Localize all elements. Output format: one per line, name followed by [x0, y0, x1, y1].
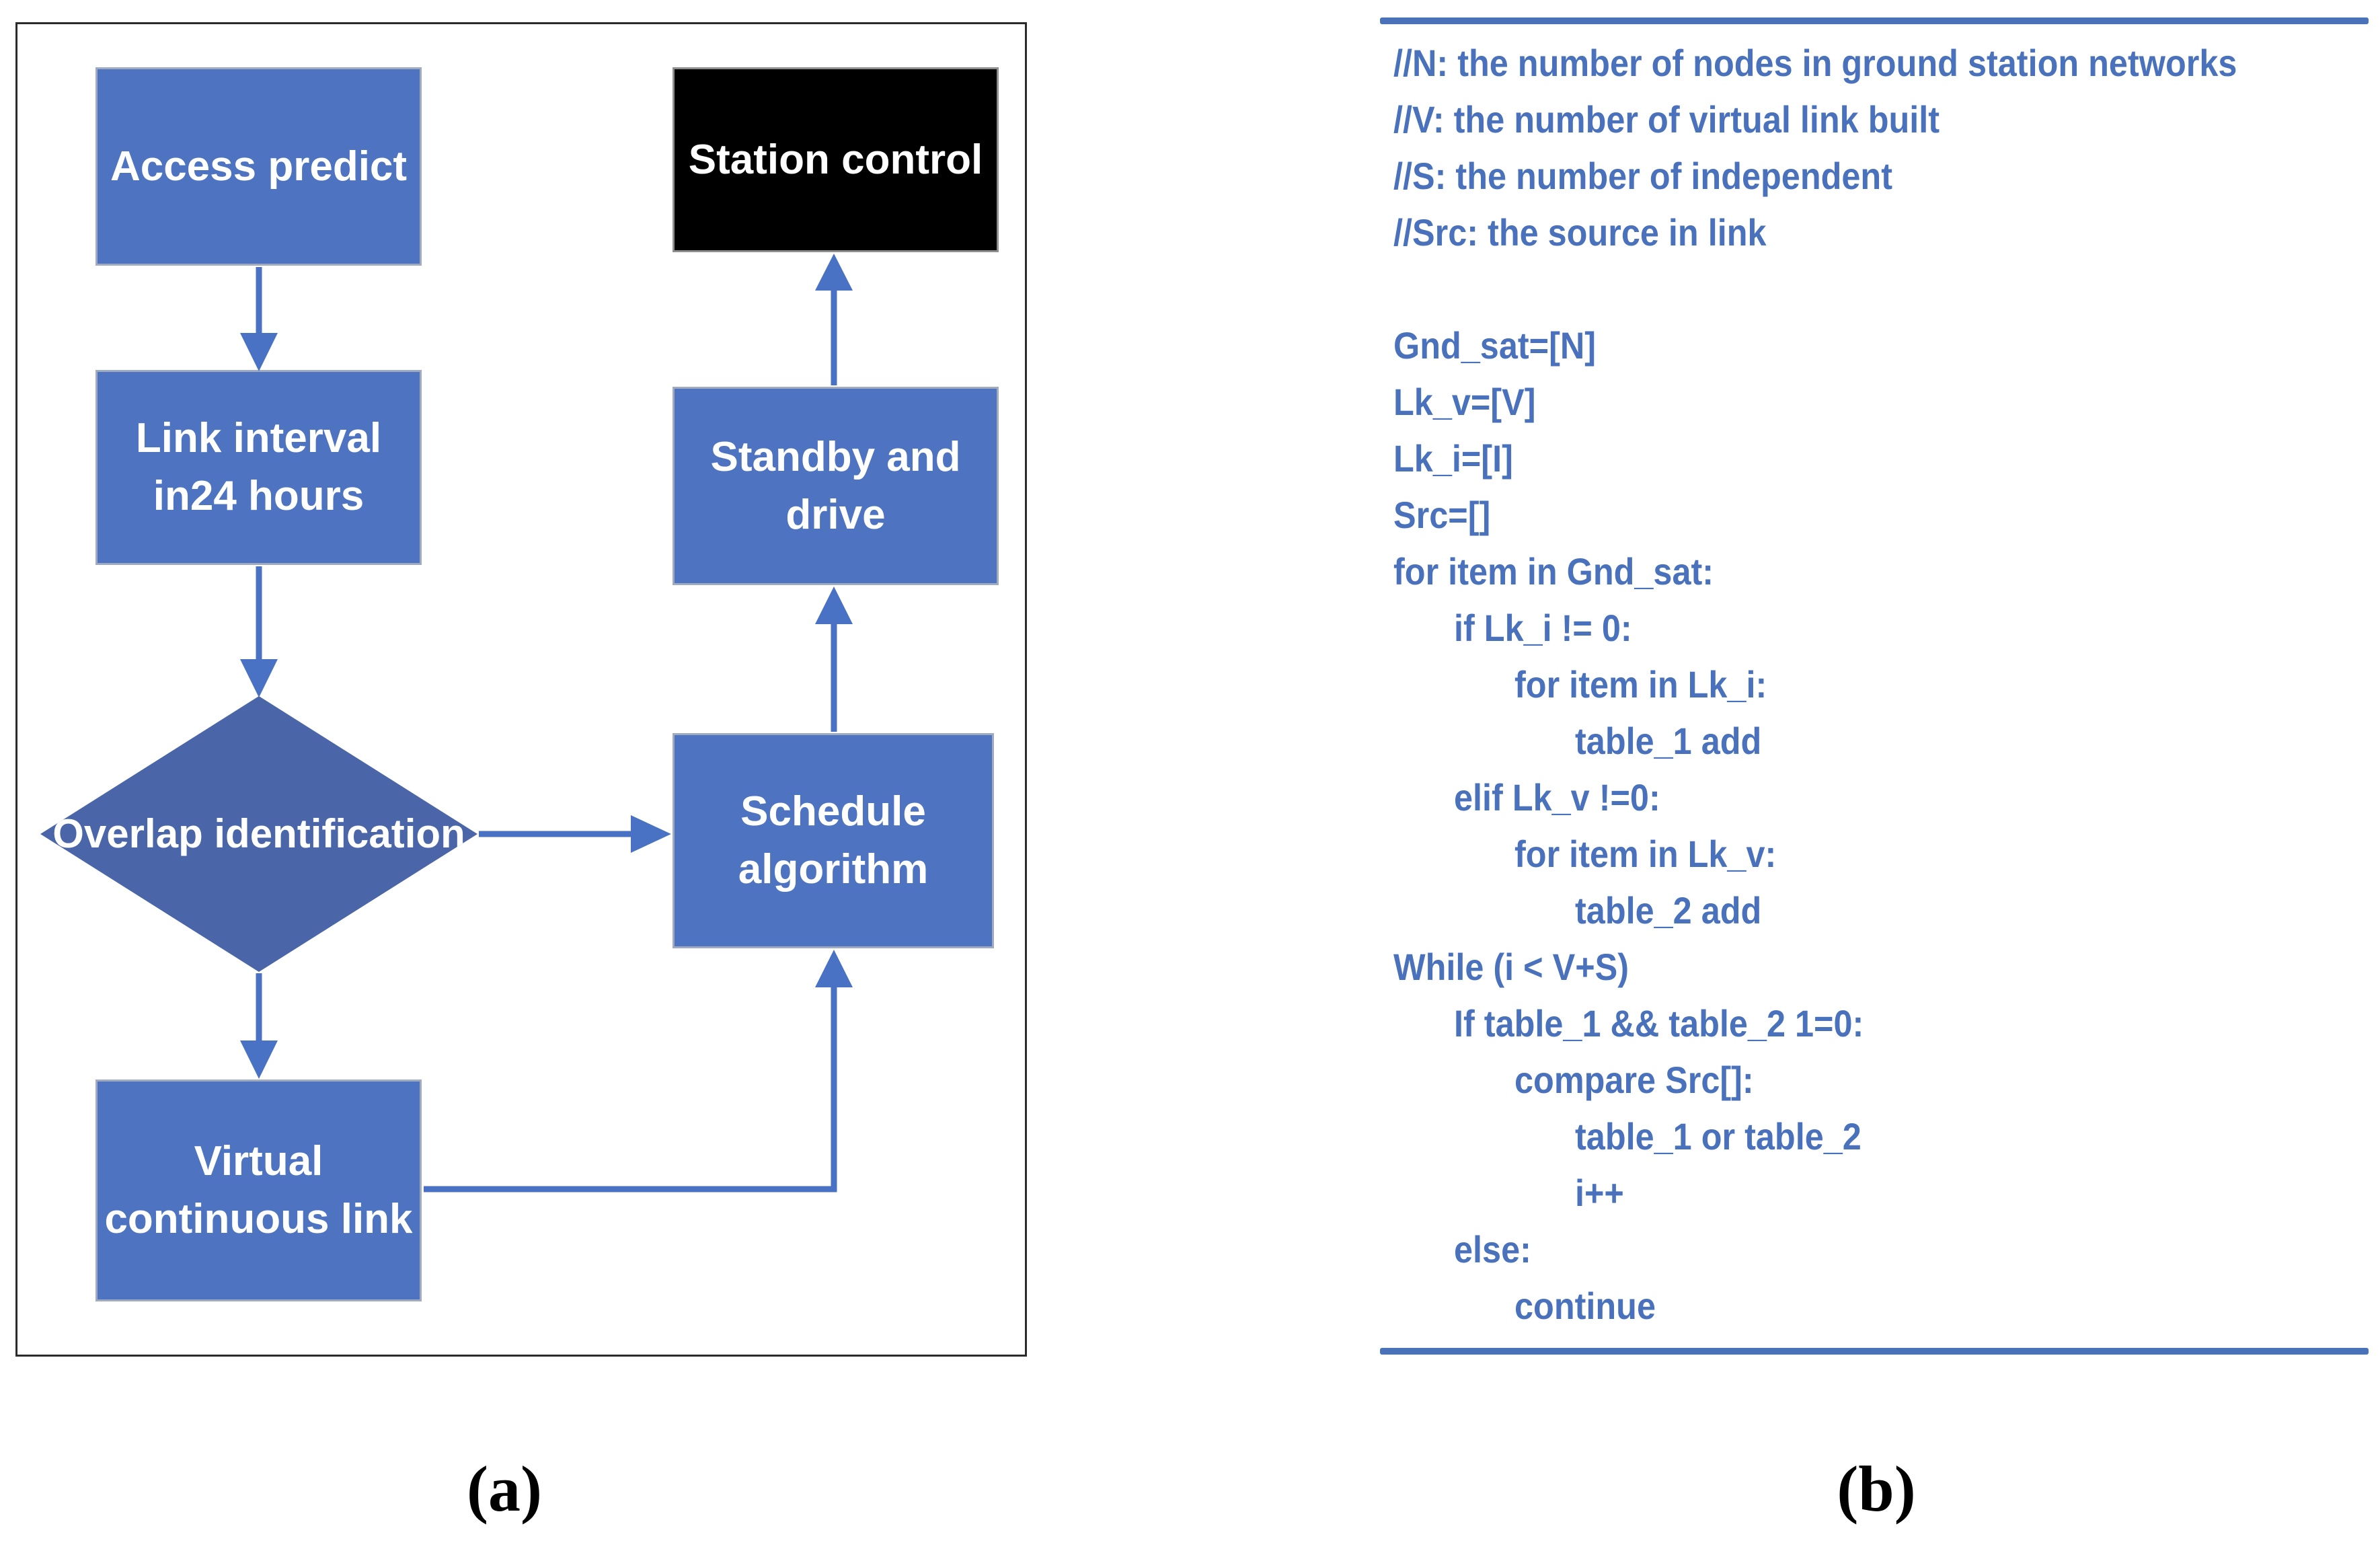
node-label: Link interval in24 hours — [135, 415, 382, 519]
code-line: table_2 add — [1575, 889, 1762, 932]
node-label: Overlap identification — [52, 810, 465, 856]
code-line: //V: the number of virtual link built — [1393, 98, 1940, 141]
code-line: for item in Gnd_sat: — [1393, 550, 1714, 593]
code-line: //Src: the source in link — [1393, 211, 1767, 254]
code-line: for item in Lk_i: — [1514, 663, 1767, 706]
pseudocode-top-rule — [1380, 17, 2369, 24]
subfigure-label-b: (b) — [1837, 1453, 1916, 1525]
flowchart-node-virtual-continuous-link: Virtual continuous link — [95, 1079, 422, 1301]
code-line: else: — [1454, 1228, 1531, 1271]
code-line: table_1 add — [1575, 720, 1762, 762]
code-line: if Lk_i != 0: — [1454, 607, 1632, 649]
code-line: compare Src[]: — [1514, 1059, 1754, 1101]
code-line: Gnd_sat=[N] — [1393, 324, 1597, 367]
code-line: //S: the number of independent — [1393, 155, 1893, 197]
node-label: Standby and drive — [710, 433, 961, 538]
node-label: Virtual continuous link — [104, 1138, 413, 1242]
pseudocode-bottom-rule — [1380, 1348, 2369, 1355]
code-line: Src=[] — [1393, 494, 1491, 536]
code-line: elif Lk_v !=0: — [1454, 776, 1660, 819]
code-line: Lk_v=[V] — [1393, 381, 1536, 423]
subfigure-label-a: (a) — [467, 1453, 542, 1525]
node-label: Access predict — [110, 143, 408, 190]
code-line: i++ — [1575, 1172, 1624, 1214]
code-line: continue — [1514, 1285, 1656, 1327]
flowchart-node-link-interval: Link interval in24 hours — [95, 370, 422, 565]
code-line: table_1 or table_2 — [1575, 1115, 1861, 1158]
code-line: Lk_i=[I] — [1393, 437, 1513, 480]
node-label: Schedule algorithm — [738, 788, 929, 893]
pseudocode-block: //N: the number of nodes in ground stati… — [1393, 35, 2375, 1334]
node-label: Station control — [688, 136, 983, 183]
flowchart-node-station-control: Station control — [673, 67, 999, 252]
code-line: If table_1 && table_2 1=0: — [1454, 1002, 1864, 1045]
flowchart-node-standby-and-drive: Standby and drive — [673, 387, 999, 585]
code-line: //N: the number of nodes in ground stati… — [1393, 42, 2237, 84]
code-line: While (i < V+S) — [1393, 946, 1629, 988]
code-line-blank — [1393, 261, 2375, 317]
code-line: for item in Lk_v: — [1514, 833, 1777, 875]
flowchart-node-access-predict: Access predict — [95, 67, 422, 266]
flowchart-node-schedule-algorithm: Schedule algorithm — [673, 733, 994, 948]
